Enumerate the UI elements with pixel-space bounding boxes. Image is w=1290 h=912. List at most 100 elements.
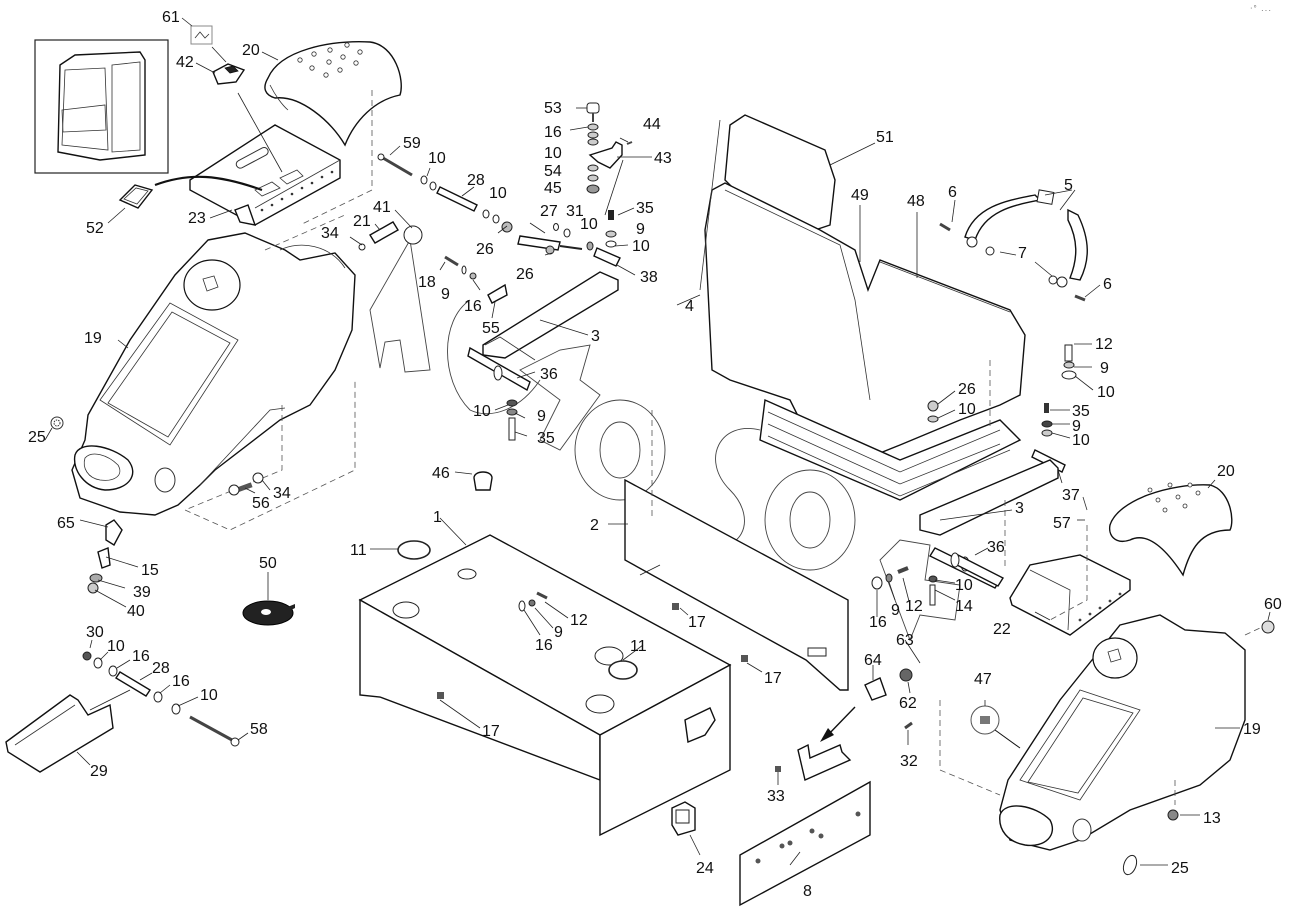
callout-21[interactable]: 21 xyxy=(353,213,371,230)
callout-62[interactable]: 62 xyxy=(899,695,917,712)
callout-35[interactable]: 35 xyxy=(1072,403,1090,420)
callout-9[interactable]: 9 xyxy=(537,408,546,425)
callout-28[interactable]: 28 xyxy=(467,172,485,189)
callout-36[interactable]: 36 xyxy=(987,539,1005,556)
callout-53[interactable]: 53 xyxy=(544,100,562,117)
callout-6[interactable]: 6 xyxy=(1103,276,1112,293)
callout-47[interactable]: 47 xyxy=(974,671,992,688)
callout-41[interactable]: 41 xyxy=(373,199,391,216)
callout-64[interactable]: 64 xyxy=(864,652,882,669)
callout-31[interactable]: 31 xyxy=(566,203,584,220)
callout-5[interactable]: 5 xyxy=(1064,177,1073,194)
callout-32[interactable]: 32 xyxy=(900,753,918,770)
callout-16[interactable]: 16 xyxy=(132,648,150,665)
callout-46[interactable]: 46 xyxy=(432,465,450,482)
callout-26[interactable]: 26 xyxy=(516,266,534,283)
callout-10[interactable]: 10 xyxy=(580,216,598,233)
callout-16[interactable]: 16 xyxy=(869,614,887,631)
callout-25[interactable]: 25 xyxy=(28,429,46,446)
callout-26[interactable]: 26 xyxy=(476,241,494,258)
callout-55[interactable]: 55 xyxy=(482,320,500,337)
callout-34[interactable]: 34 xyxy=(273,485,291,502)
callout-10[interactable]: 10 xyxy=(958,401,976,418)
callout-9[interactable]: 9 xyxy=(1100,360,1109,377)
callout-22[interactable]: 22 xyxy=(993,621,1011,638)
callout-10[interactable]: 10 xyxy=(544,145,562,162)
callout-9[interactable]: 9 xyxy=(441,286,450,303)
callout-56[interactable]: 56 xyxy=(252,495,270,512)
callout-9[interactable]: 9 xyxy=(891,602,900,619)
callout-16[interactable]: 16 xyxy=(544,124,562,141)
callout-11[interactable]: 11 xyxy=(630,638,647,655)
callout-8[interactable]: 8 xyxy=(803,883,812,900)
callout-40[interactable]: 40 xyxy=(127,603,145,620)
callout-12[interactable]: 12 xyxy=(1095,336,1113,353)
callout-52[interactable]: 52 xyxy=(86,220,104,237)
callout-7[interactable]: 7 xyxy=(1018,245,1027,262)
callout-42[interactable]: 42 xyxy=(176,54,194,71)
callout-18[interactable]: 18 xyxy=(418,274,436,291)
callout-35[interactable]: 35 xyxy=(537,430,555,447)
callout-25[interactable]: 25 xyxy=(1171,860,1189,877)
callout-23[interactable]: 23 xyxy=(188,210,206,227)
callout-10[interactable]: 10 xyxy=(473,403,491,420)
callout-12[interactable]: 12 xyxy=(905,598,923,615)
callout-26[interactable]: 26 xyxy=(958,381,976,398)
callout-27[interactable]: 27 xyxy=(540,203,558,220)
callout-51[interactable]: 51 xyxy=(876,129,894,146)
callout-9[interactable]: 9 xyxy=(636,221,645,238)
callout-17[interactable]: 17 xyxy=(482,723,500,740)
callout-44[interactable]: 44 xyxy=(643,116,661,133)
callout-33[interactable]: 33 xyxy=(767,788,785,805)
callout-20[interactable]: 20 xyxy=(1217,463,1235,480)
callout-16[interactable]: 16 xyxy=(172,673,190,690)
callout-13[interactable]: 13 xyxy=(1203,810,1221,827)
callout-9[interactable]: 9 xyxy=(1072,418,1081,435)
callout-3[interactable]: 3 xyxy=(591,328,600,345)
callout-9[interactable]: 9 xyxy=(554,624,563,641)
callout-50[interactable]: 50 xyxy=(259,555,277,572)
callout-12[interactable]: 12 xyxy=(570,612,588,629)
callout-2[interactable]: 2 xyxy=(590,517,599,534)
callout-43[interactable]: 43 xyxy=(654,150,672,167)
callout-10[interactable]: 10 xyxy=(632,238,650,255)
callout-45[interactable]: 45 xyxy=(544,180,562,197)
callout-49[interactable]: 49 xyxy=(851,187,869,204)
callout-28[interactable]: 28 xyxy=(152,660,170,677)
callout-63[interactable]: 63 xyxy=(896,632,914,649)
callout-19[interactable]: 19 xyxy=(84,330,102,347)
callout-30[interactable]: 30 xyxy=(86,624,104,641)
callout-48[interactable]: 48 xyxy=(907,193,925,210)
callout-17[interactable]: 17 xyxy=(764,670,782,687)
callout-60[interactable]: 60 xyxy=(1264,596,1282,613)
callout-54[interactable]: 54 xyxy=(544,163,562,180)
callout-16[interactable]: 16 xyxy=(464,298,482,315)
callout-37[interactable]: 37 xyxy=(1062,487,1080,504)
callout-17[interactable]: 17 xyxy=(688,614,706,631)
callout-36[interactable]: 36 xyxy=(540,366,558,383)
callout-10[interactable]: 10 xyxy=(1097,384,1115,401)
callout-10[interactable]: 10 xyxy=(1072,432,1090,449)
callout-24[interactable]: 24 xyxy=(696,860,714,877)
callout-6[interactable]: 6 xyxy=(948,184,957,201)
callout-10[interactable]: 10 xyxy=(489,185,507,202)
callout-11[interactable]: 11 xyxy=(350,542,367,559)
callout-10[interactable]: 10 xyxy=(955,577,973,594)
callout-14[interactable]: 14 xyxy=(955,598,973,615)
callout-20[interactable]: 20 xyxy=(242,42,260,59)
callout-10[interactable]: 10 xyxy=(107,638,125,655)
callout-59[interactable]: 59 xyxy=(403,135,421,152)
callout-19[interactable]: 19 xyxy=(1243,721,1261,738)
callout-10[interactable]: 10 xyxy=(428,150,446,167)
callout-39[interactable]: 39 xyxy=(133,584,151,601)
callout-57[interactable]: 57 xyxy=(1053,515,1071,532)
callout-38[interactable]: 38 xyxy=(640,269,658,286)
callout-29[interactable]: 29 xyxy=(90,763,108,780)
callout-58[interactable]: 58 xyxy=(250,721,268,738)
callout-65[interactable]: 65 xyxy=(57,515,75,532)
callout-16[interactable]: 16 xyxy=(535,637,553,654)
callout-15[interactable]: 15 xyxy=(141,562,159,579)
callout-34[interactable]: 34 xyxy=(321,225,339,242)
callout-1[interactable]: 1 xyxy=(433,509,442,526)
callout-4[interactable]: 4 xyxy=(685,298,694,315)
